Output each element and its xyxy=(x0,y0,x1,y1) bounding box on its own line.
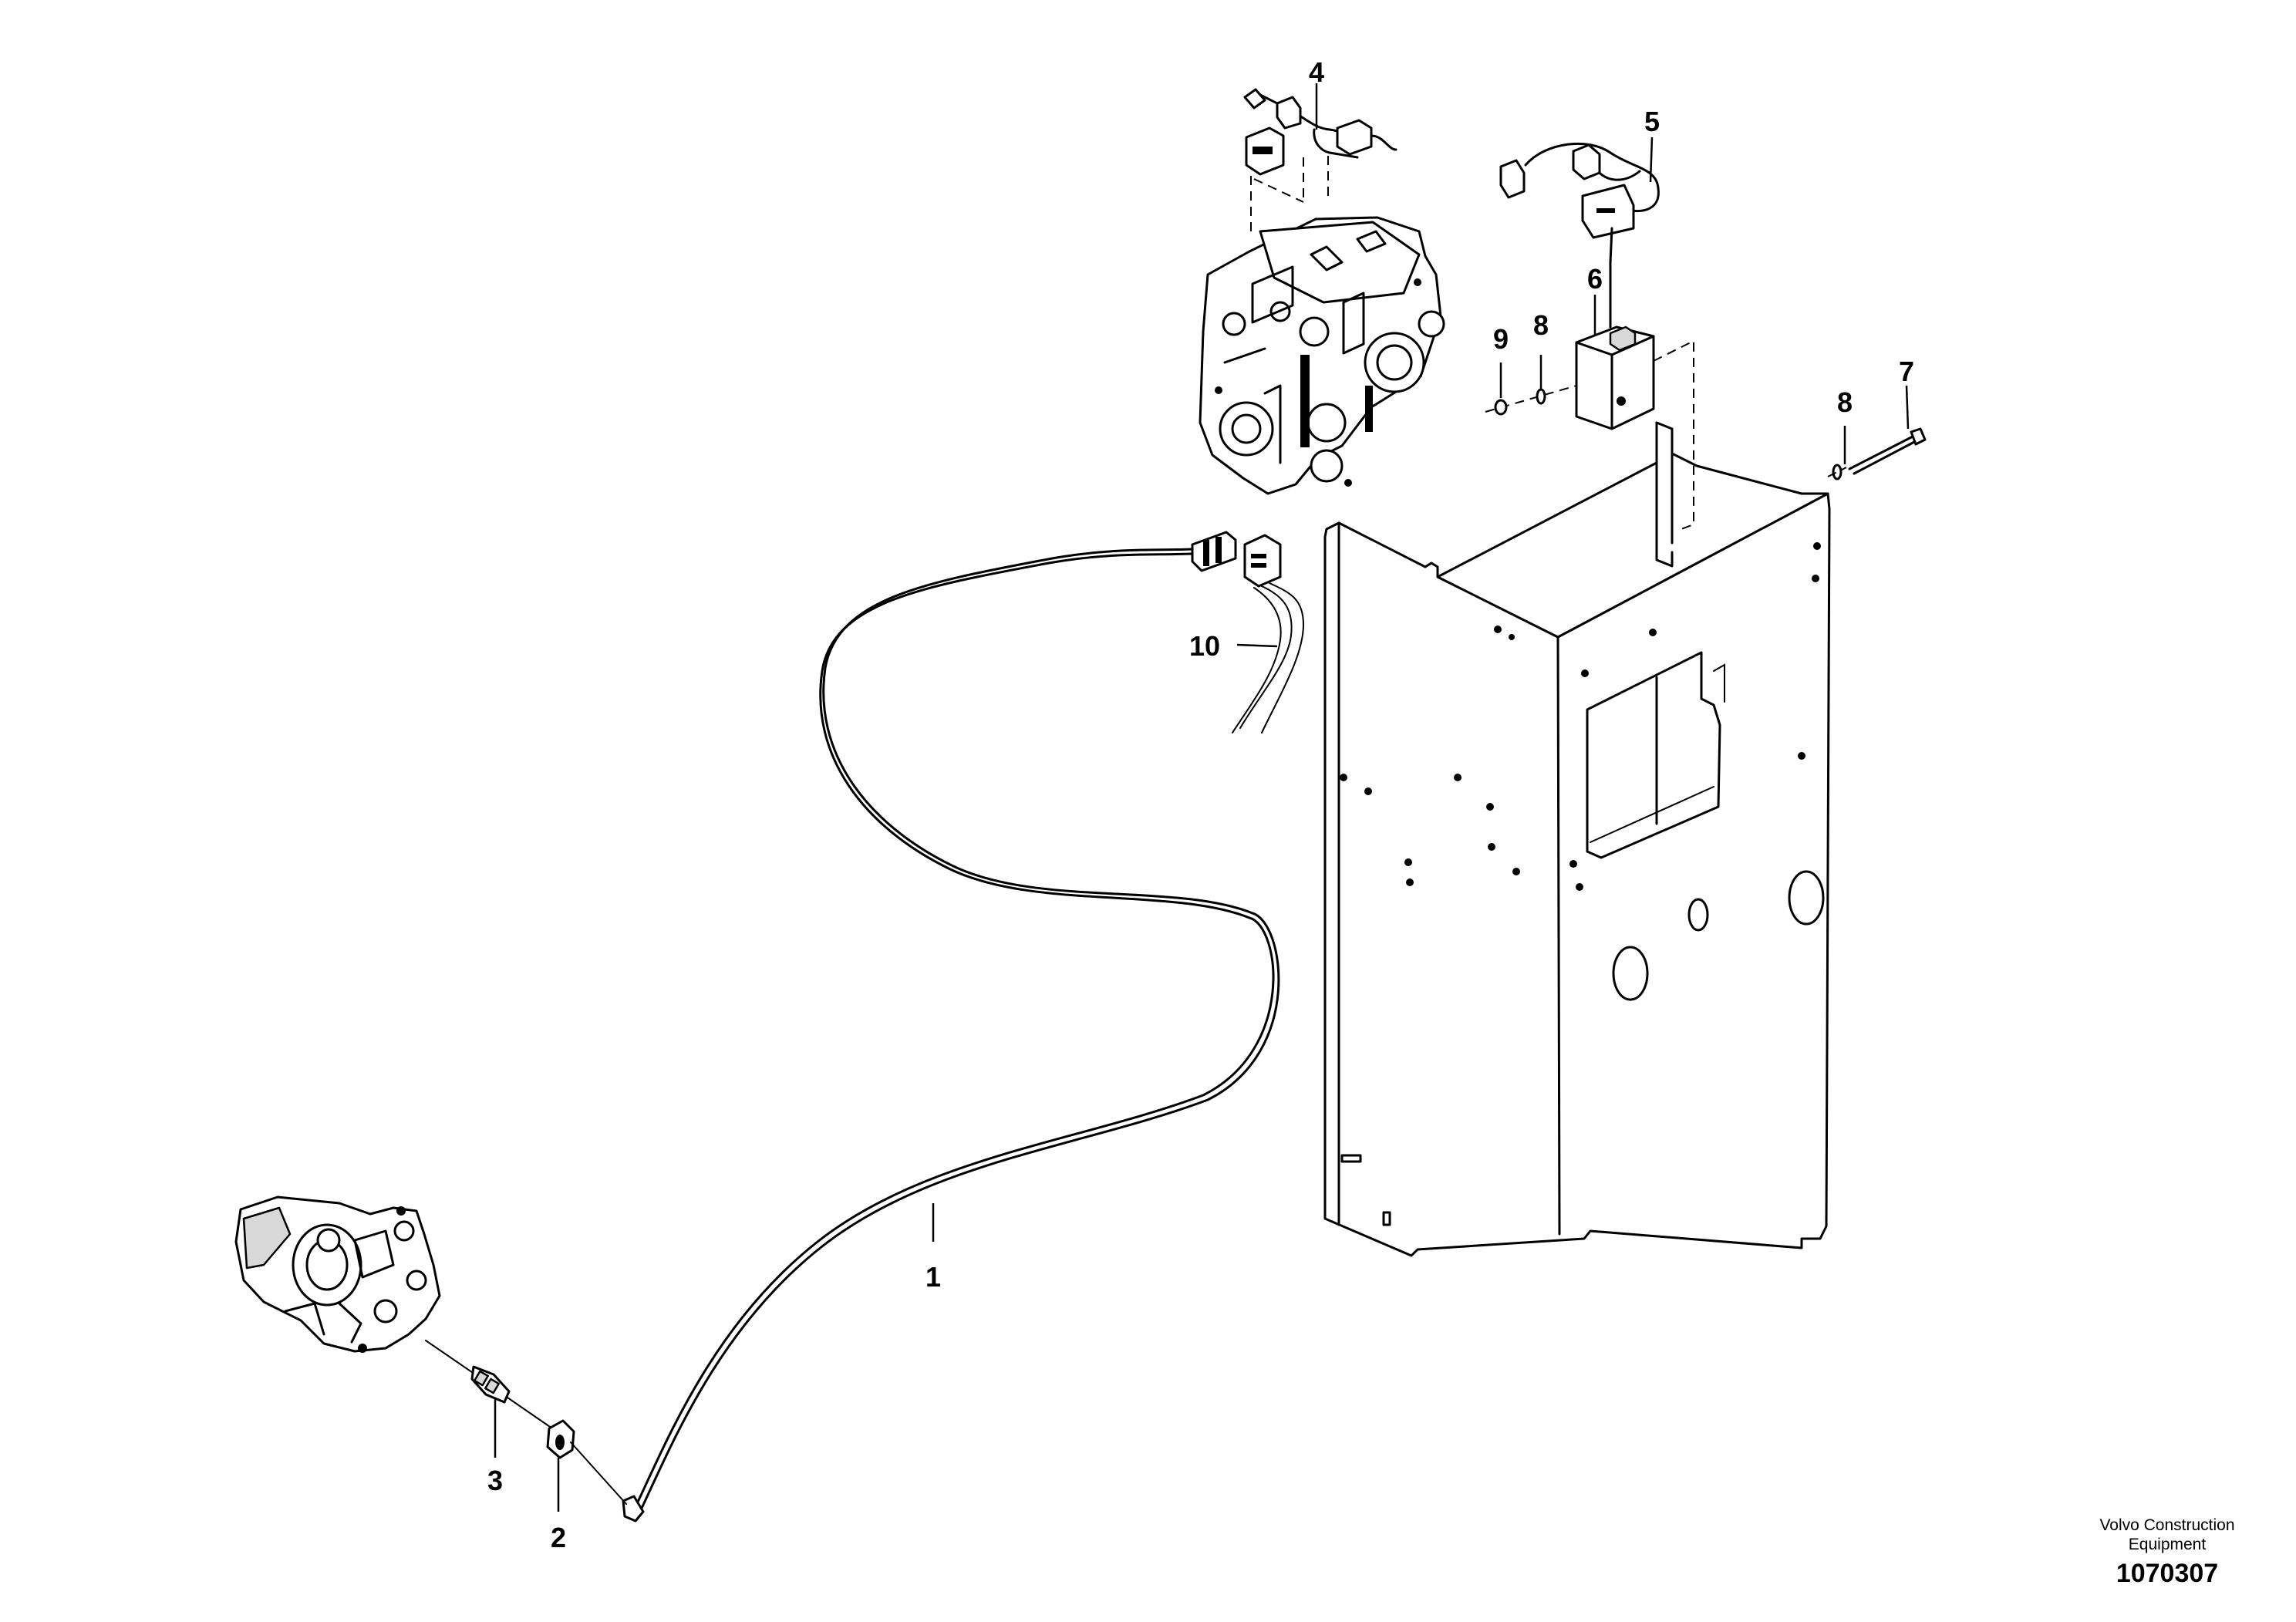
figure-footer: Volvo Construction Equipment 1070307 xyxy=(2052,1516,2283,1589)
travel-motor xyxy=(234,1195,441,1353)
module-item-6 xyxy=(1575,261,1694,530)
figure-number: 1070307 xyxy=(2116,1559,2219,1588)
hydraulic-pump xyxy=(1199,216,1445,495)
pigtail-item-10 xyxy=(1232,534,1305,733)
harness-item-5 xyxy=(1499,142,1660,264)
callout-item-9: 9 xyxy=(1493,323,1509,355)
callout-labels: 4 5 6 8 9 8 7 10 1 3 2 xyxy=(487,56,1914,1553)
callout-item-6: 6 xyxy=(1587,263,1603,295)
callout-item-8-left: 8 xyxy=(1533,309,1549,341)
fasteners xyxy=(1485,385,1927,481)
company-name-line2: Equipment xyxy=(2128,1536,2207,1553)
harness-item-4 xyxy=(1243,88,1397,238)
sensor-item-3 xyxy=(425,1340,553,1429)
callout-item-7: 7 xyxy=(1899,356,1914,387)
callout-item-3: 3 xyxy=(487,1465,503,1496)
callout-item-10: 10 xyxy=(1189,630,1220,662)
leader-lines xyxy=(494,83,1910,1512)
nut-item-2 xyxy=(546,1419,627,1505)
cable-item-1 xyxy=(622,531,1280,1523)
callout-item-1: 1 xyxy=(925,1261,941,1293)
cab-panel xyxy=(1323,421,1831,1257)
company-name-line1: Volvo Construction xyxy=(2099,1516,2235,1534)
callout-item-4: 4 xyxy=(1309,56,1324,88)
callout-item-5: 5 xyxy=(1644,106,1660,137)
callout-item-8-right: 8 xyxy=(1837,386,1853,418)
callout-item-2: 2 xyxy=(551,1522,566,1553)
